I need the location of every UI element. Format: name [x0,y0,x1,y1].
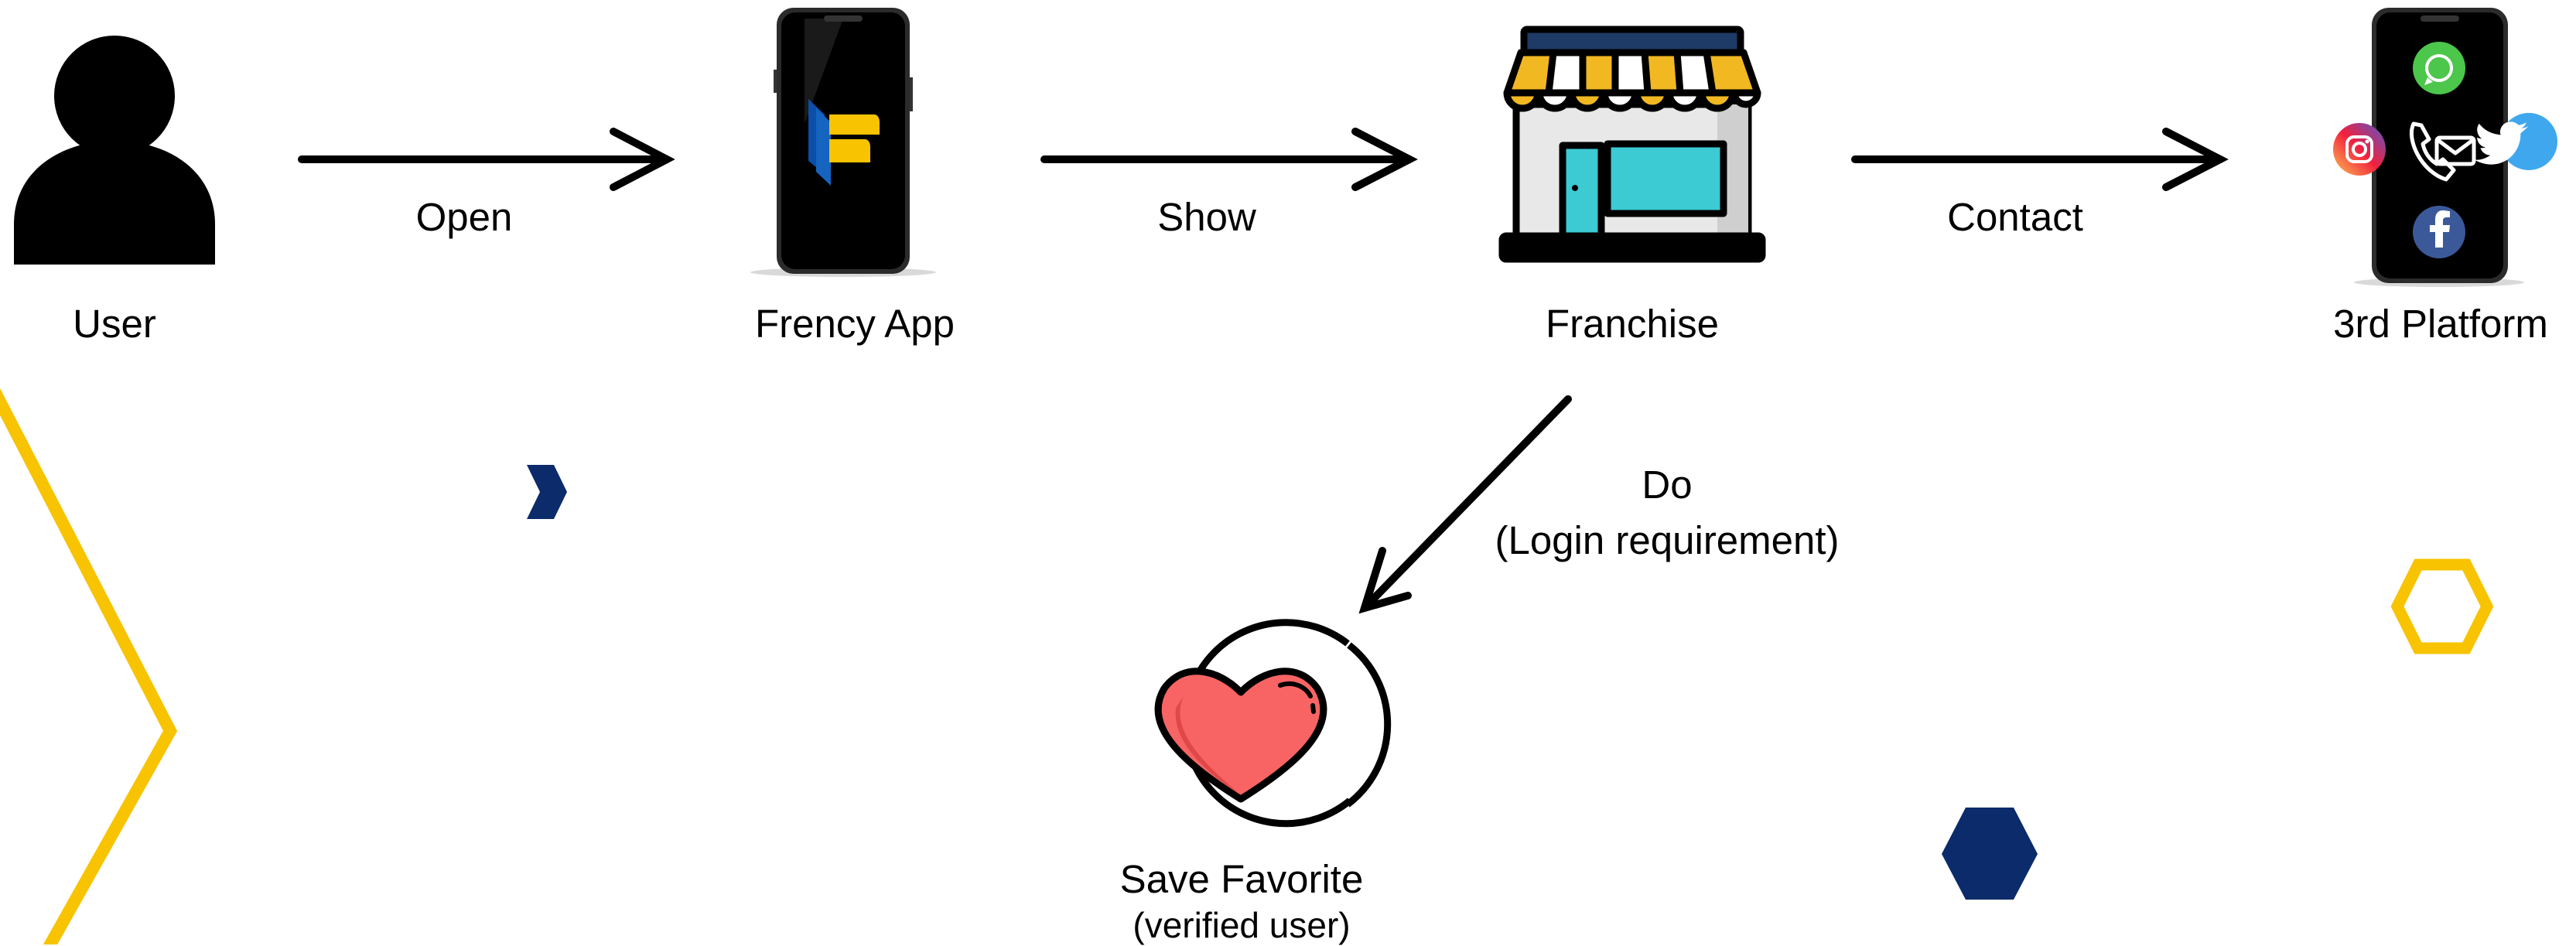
user-label: User [73,302,156,346]
contact-arrow [1851,128,2229,191]
phone-mail-icon [2409,121,2476,182]
yellow-hexagon-outline [2390,558,2494,654]
smartphone-app-icon [750,8,936,277]
smartphone-social-icon [2354,8,2524,287]
contact-edge-label: Contact [1947,195,2083,239]
navy-hexagon-small [527,465,567,519]
facebook-icon [2413,206,2465,258]
login-requirement-label: (Login requirement) [1495,518,1840,562]
heart-icon [1154,619,1392,828]
user-silhouette-icon [14,36,215,265]
verified-user-label: (verified user) [1133,905,1351,945]
yellow-chevron-decoration [0,388,178,944]
instagram-icon [2333,123,2386,176]
do-edge-label: Do [1642,463,1693,507]
storefront-icon [1498,26,1766,263]
franchise-label: Franchise [1546,302,1719,346]
frency-app-label: Frency App [755,302,955,346]
whatsapp-icon [2413,42,2465,94]
show-edge-label: Show [1157,195,1256,239]
open-edge-label: Open [415,195,513,239]
open-arrow [298,128,675,191]
3rd-platform-label: 3rd Platform [2333,302,2548,346]
navy-hexagon-large [1942,808,2038,900]
show-arrow [1040,128,1418,191]
twitter-icon [2474,113,2557,170]
do-arrow [1358,395,1572,614]
frency-logo-icon [808,99,880,186]
save-favorite-label: Save Favorite [1119,857,1364,901]
